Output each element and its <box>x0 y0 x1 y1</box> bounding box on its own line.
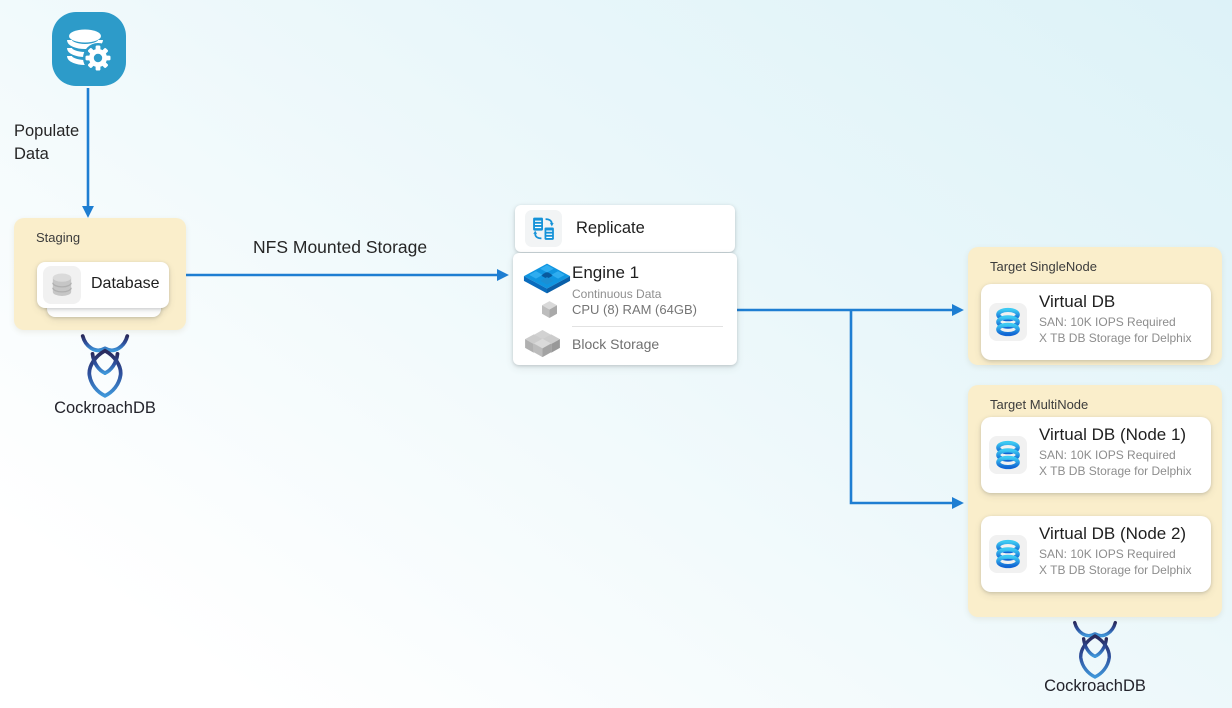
virtual-db-card[interactable]: Virtual DB SAN: 10K IOPS Required X TB D… <box>981 284 1211 360</box>
virtual-db-title: Virtual DB <box>1039 292 1116 311</box>
database-icon-tile <box>43 266 81 304</box>
engine-continuous-data-label: Continuous Data <box>572 287 662 301</box>
populate-data-label: Populate Data <box>14 122 80 163</box>
virtual-db-node1-card[interactable]: Virtual DB (Node 1) SAN: 10K IOPS Requir… <box>981 417 1211 493</box>
replicate-sync-icon <box>533 217 554 240</box>
replicate-card[interactable]: Replicate <box>515 205 735 252</box>
virtual-db-san-label: SAN: 10K IOPS Required <box>1039 315 1176 329</box>
virtual-db-node2-storage-label: X TB DB Storage for Delphix <box>1039 563 1192 577</box>
block-storage-icon <box>525 330 560 358</box>
cockroachdb-label-left: CockroachDB <box>54 399 156 417</box>
cockroachdb-logo-left <box>80 334 130 398</box>
blue-database-icon <box>996 307 1020 337</box>
blue-database-icon <box>996 539 1020 569</box>
gray-database-icon <box>52 273 72 296</box>
cockroachdb-label-right: CockroachDB <box>1044 677 1146 695</box>
engine-platform-icon <box>523 263 571 294</box>
cockroachdb-logo-right <box>1073 620 1117 679</box>
virtual-db-icon-tile <box>989 303 1027 341</box>
block-storage-label: Block Storage <box>572 336 660 352</box>
target-multinode-title: Target MultiNode <box>990 397 1089 412</box>
database-card[interactable]: Database <box>37 262 169 308</box>
target-multinode-group-box[interactable]: Target MultiNode Virtual DB (Node 1) SAN… <box>968 385 1222 617</box>
source-database-node[interactable] <box>52 12 126 86</box>
staging-group-title: Staging <box>36 230 81 245</box>
engine-card-divider <box>572 326 723 327</box>
engine-cpu-ram-label: CPU (8) RAM (64GB) <box>572 302 697 317</box>
target-singlenode-title: Target SingleNode <box>990 259 1097 274</box>
mini-cube-icon <box>542 301 557 318</box>
virtual-db-icon-tile <box>989 535 1027 573</box>
database-card-label: Database <box>91 275 160 292</box>
virtual-db-node2-title: Virtual DB (Node 2) <box>1039 524 1187 543</box>
staging-group-box[interactable]: Staging Database <box>14 218 186 330</box>
nfs-mounted-storage-label: NFS Mounted Storage <box>253 237 428 257</box>
virtual-db-storage-label: X TB DB Storage for Delphix <box>1039 331 1192 345</box>
blue-database-icon <box>996 440 1020 470</box>
replicate-card-label: Replicate <box>576 219 645 237</box>
arrow-engine-to-target-multi <box>849 311 964 509</box>
virtual-db-node2-san-label: SAN: 10K IOPS Required <box>1039 547 1176 561</box>
virtual-db-icon-tile <box>989 436 1027 474</box>
engine-card[interactable]: Engine 1 Continuous Data CPU (8) RAM (64… <box>513 253 737 365</box>
replicate-icon-tile <box>525 210 562 247</box>
database-gear-icon <box>67 29 113 73</box>
virtual-db-node1-san-label: SAN: 10K IOPS Required <box>1039 448 1176 462</box>
virtual-db-node1-title: Virtual DB (Node 1) <box>1039 425 1187 444</box>
engine-title: Engine 1 <box>572 263 640 282</box>
virtual-db-node1-storage-label: X TB DB Storage for Delphix <box>1039 464 1192 478</box>
target-singlenode-group-box[interactable]: Target SingleNode Virtual DB SAN: 10K IO… <box>968 247 1222 365</box>
virtual-db-node2-card[interactable]: Virtual DB (Node 2) SAN: 10K IOPS Requir… <box>981 516 1211 592</box>
